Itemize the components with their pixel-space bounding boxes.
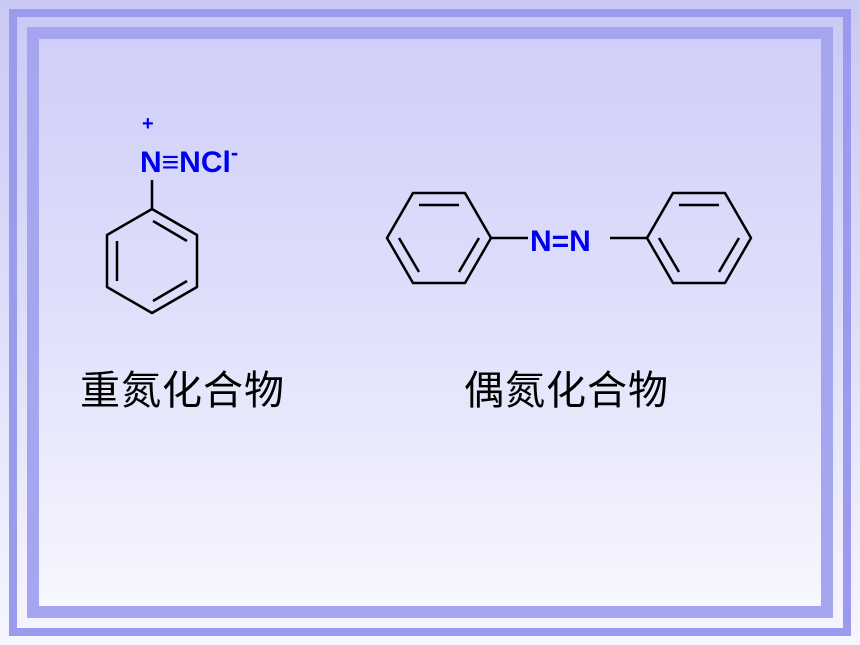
diazonium-formula-text: N≡NCl [140, 146, 231, 179]
azo-formula: N=N [530, 225, 591, 258]
diazonium-formula: N≡NCl- [140, 140, 238, 179]
ring-double-bond [397, 237, 421, 273]
ring-double-bond [717, 237, 741, 273]
azo-structure: N=N [385, 191, 753, 285]
ring-double-bond [657, 237, 681, 273]
slide-outer-frame [9, 9, 851, 636]
slide-inner-frame [27, 27, 833, 618]
ring-double-bond [152, 219, 188, 243]
benzene-ring-azo-right [645, 191, 753, 285]
counter-charge: - [231, 140, 238, 165]
diazonium-caption: 重氮化合物 [80, 368, 285, 414]
diazonium-structure: + N≡NCl- [105, 113, 238, 315]
azo-caption: 偶氮化合物 [464, 368, 669, 414]
benzene-ring-left [105, 207, 199, 315]
ring-double-bond [152, 279, 188, 303]
positive-charge: + [142, 113, 154, 135]
benzene-ring-azo-left [385, 191, 493, 285]
ring-double-bond [457, 237, 481, 273]
